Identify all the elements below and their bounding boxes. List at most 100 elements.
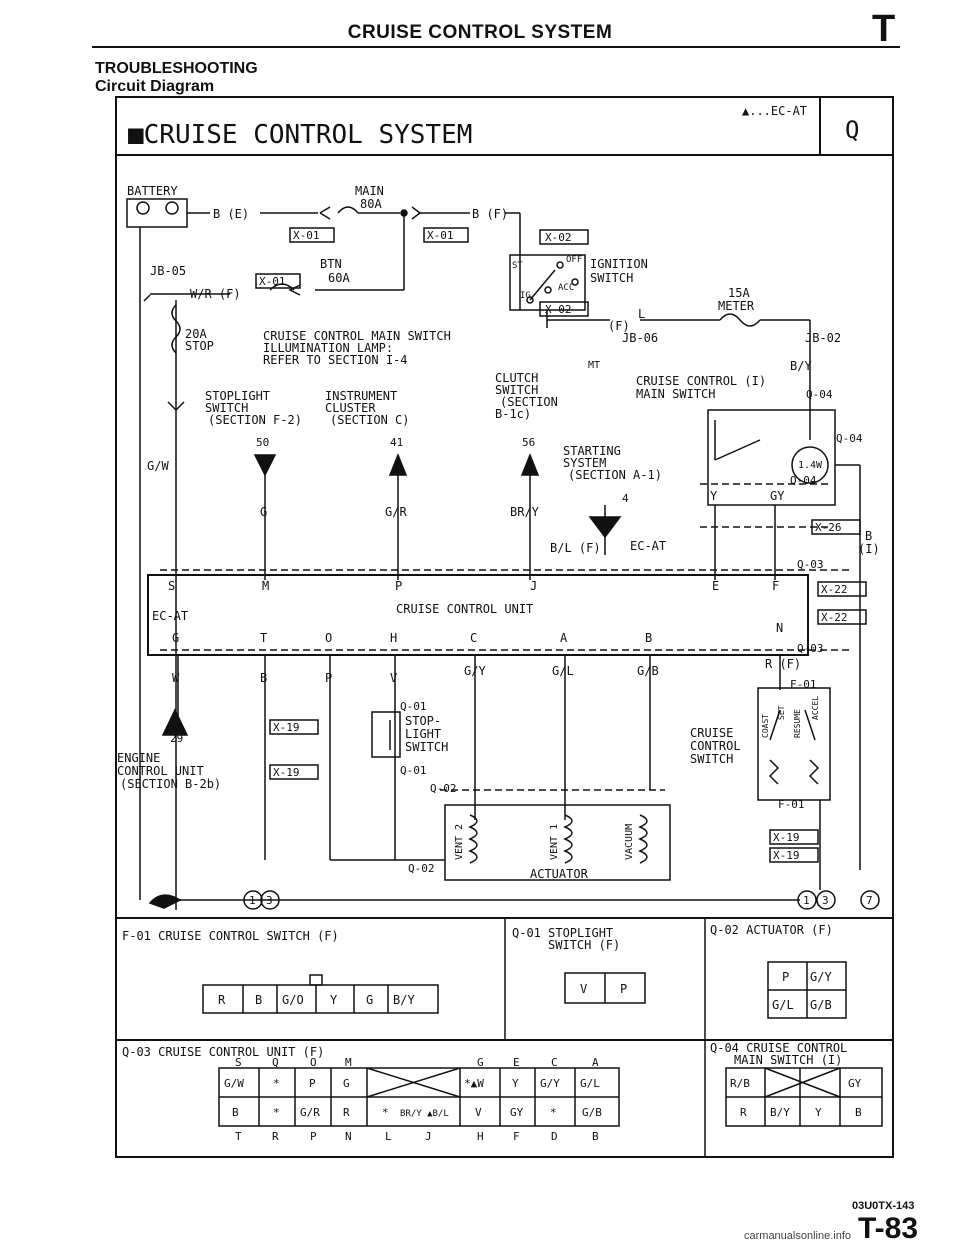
tag-x19b: X-19 bbox=[273, 766, 300, 779]
mt-label: MT bbox=[588, 360, 600, 371]
q03-r2-7: V bbox=[475, 1106, 482, 1119]
main-fuse-rating: 80A bbox=[360, 197, 382, 211]
actuator-label: ACTUATOR bbox=[530, 867, 589, 881]
wire-bl: B/L (F) bbox=[550, 541, 601, 555]
cc-switch-label-1: CRUISE bbox=[690, 726, 733, 740]
main-switch-label-2: MAIN SWITCH bbox=[636, 387, 715, 401]
pin-c: C bbox=[470, 631, 477, 645]
tag-f01: F-01 bbox=[790, 678, 817, 691]
ground-3: 3 bbox=[266, 894, 273, 907]
f01-pin-1: R bbox=[218, 993, 226, 1007]
tag-q02b: Q-02 bbox=[408, 862, 435, 875]
stoplight-box-3: SWITCH bbox=[405, 740, 448, 754]
tag-q04b: Q-04 bbox=[836, 432, 863, 445]
q03-r1-8: G/Y bbox=[540, 1077, 560, 1090]
wire-g: G bbox=[260, 505, 267, 519]
tag-f01b: F-01 bbox=[778, 798, 805, 811]
q03-bl-r: R bbox=[272, 1130, 279, 1143]
ccu-top-pins: S M P J E F bbox=[168, 579, 779, 593]
btn-fuse-label: BTN bbox=[320, 257, 342, 271]
q02-pin-3: G/L bbox=[772, 998, 794, 1012]
q03-letter-e: E bbox=[513, 1056, 520, 1069]
f01-pin-6: B/Y bbox=[393, 993, 415, 1007]
cc-switch-coast: COAST bbox=[761, 714, 770, 738]
q03-title: Q-03 CRUISE CONTROL UNIT (F) bbox=[122, 1045, 324, 1059]
ignition-label: IGNITION bbox=[590, 257, 648, 271]
section-heading: TROUBLESHOOTING bbox=[95, 60, 258, 77]
q01-pin-p: P bbox=[620, 982, 627, 996]
coil-vacuum: VACUUM bbox=[624, 824, 635, 860]
q01-title-2: SWITCH (F) bbox=[548, 938, 620, 952]
q01-pin-v: V bbox=[580, 982, 587, 996]
lamp-rating: 1.4W bbox=[798, 460, 823, 471]
tag-q04c: Q-04 bbox=[790, 474, 817, 487]
lamp-note-3: REFER TO SECTION I-4 bbox=[263, 353, 408, 367]
q03-bl-n: N bbox=[345, 1130, 352, 1143]
q03-bl-b: B bbox=[592, 1130, 599, 1143]
pin-p: P bbox=[395, 579, 402, 593]
starting-label-1: STARTING bbox=[563, 444, 621, 458]
q03-bottom-letters: T R P N L J H F D B bbox=[235, 1130, 599, 1143]
q03-letter-o: O bbox=[310, 1056, 317, 1069]
q04-r2-3: Y bbox=[815, 1106, 822, 1119]
wire-b: B bbox=[865, 529, 872, 543]
q03-bl-j: J bbox=[425, 1130, 432, 1143]
lamp-note-2: ILLUMINATION LAMP: bbox=[263, 341, 393, 355]
f01-pin-4: Y bbox=[330, 993, 338, 1007]
pin-f: F bbox=[772, 579, 779, 593]
engine-unit-label-3: (SECTION B-2b) bbox=[120, 777, 221, 791]
ground-1b: 1 bbox=[803, 894, 810, 907]
f01-title: F-01 CRUISE CONTROL SWITCH (F) bbox=[122, 929, 339, 943]
ccu-bottom-pins: G T O H C A B N bbox=[172, 621, 783, 645]
tag-q02: Q-02 bbox=[430, 782, 457, 795]
num-50: 50 bbox=[256, 436, 269, 449]
stop-fuse-rating: 20A bbox=[185, 327, 207, 341]
clutch-label-3: (SECTION bbox=[500, 395, 558, 409]
pin-o: O bbox=[325, 631, 332, 645]
stop-fuse-label: STOP bbox=[185, 339, 214, 353]
q03-r2-5: * bbox=[382, 1106, 389, 1119]
q02-title: Q-02 ACTUATOR (F) bbox=[710, 923, 833, 937]
pin-a: A bbox=[560, 631, 568, 645]
q02-pin-2: G/Y bbox=[810, 970, 832, 984]
pin-j: J bbox=[530, 579, 537, 593]
clutch-label-4: B-1c) bbox=[495, 407, 531, 421]
num-4: 4 bbox=[622, 492, 629, 505]
ign-pos-acc: ACC bbox=[558, 283, 574, 293]
cc-switch-resume: RESUME bbox=[793, 709, 802, 738]
wire-bry: BR/Y bbox=[510, 505, 540, 519]
footer-code: 03U0TX-143 bbox=[852, 1200, 915, 1212]
q04-r2-4: B bbox=[855, 1106, 862, 1119]
ccu-label: CRUISE CONTROL UNIT bbox=[396, 602, 533, 616]
stoplight-switch-label-2: SWITCH bbox=[205, 401, 248, 415]
q03-row1: G/W * P G *▲W Y G/Y G/L bbox=[224, 1077, 600, 1090]
q03-r1-9: G/L bbox=[580, 1077, 600, 1090]
cluster-label-3: (SECTION C) bbox=[330, 413, 409, 427]
ground-3b: 3 bbox=[822, 894, 829, 907]
tag-q01b: Q-01 bbox=[400, 764, 427, 777]
f01-pin-2: B bbox=[255, 993, 262, 1007]
ground-7: 7 bbox=[866, 894, 873, 907]
tag-x01c: X-01 bbox=[259, 275, 286, 288]
pin-b: B bbox=[645, 631, 652, 645]
tag-x02: X-02 bbox=[545, 231, 572, 244]
q03-r2-6: BR/Y ▲B/L bbox=[400, 1109, 449, 1119]
tag-x19: X-19 bbox=[273, 721, 300, 734]
wire-ecat: EC-AT bbox=[630, 539, 666, 553]
q03-top-letters: S Q O M G E C A bbox=[235, 1056, 599, 1069]
battery-label: BATTERY bbox=[127, 184, 178, 198]
q03-r1-1: G/W bbox=[224, 1077, 244, 1090]
stoplight-switch-label-1: STOPLIGHT bbox=[205, 389, 270, 403]
num-56: 56 bbox=[522, 436, 535, 449]
q03-r1-4: G bbox=[343, 1077, 350, 1090]
q03-r1-6: *▲W bbox=[464, 1077, 484, 1090]
page-number: T-83 bbox=[858, 1212, 919, 1245]
pin-n: N bbox=[776, 621, 783, 635]
clutch-label-2: SWITCH bbox=[495, 383, 538, 397]
jb02-label: JB-02 bbox=[805, 331, 841, 345]
wire-b-f: B (F) bbox=[472, 207, 508, 221]
ignition-label-2: SWITCH bbox=[590, 271, 633, 285]
wire-b-lower: B bbox=[260, 671, 267, 685]
main-fuse-label: MAIN bbox=[355, 184, 384, 198]
wire-gw: G/W bbox=[147, 459, 169, 473]
